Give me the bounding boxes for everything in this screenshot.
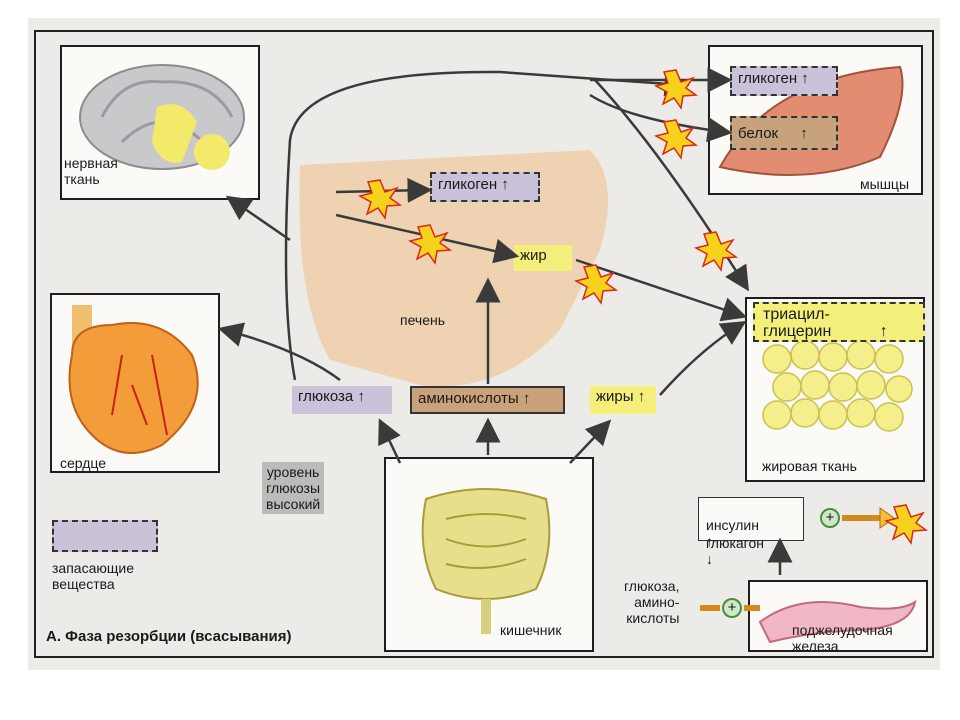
amino-acids-tag: аминокислоты ↑ [410, 386, 565, 414]
plus-icon: + [825, 509, 835, 526]
glucagon-label: глюкагон ↓ [706, 519, 764, 567]
fat-text: жир [520, 247, 547, 264]
up-arrow-icon: ↑ [522, 390, 531, 407]
star-burst-icon [883, 504, 929, 545]
glycogen-liver-tag: гликоген ↑ [430, 172, 540, 202]
arrow-glucose-heart [217, 322, 341, 382]
amino-acids-text: аминокислоты [418, 390, 519, 407]
storage-legend-swatch [52, 520, 158, 552]
fat-cells-icon [762, 340, 913, 432]
up-arrow-icon: ↑ [501, 176, 509, 193]
up-arrow-icon: ↑ [800, 125, 808, 142]
plus-circle-hormone: + [820, 508, 840, 528]
triacylglycerol-tag: триацил- глицерин ↑ [753, 302, 925, 342]
fats-tag: жиры ↑ [590, 386, 656, 414]
hormone-effect-arrow [842, 507, 895, 529]
glucagon-text: глюкагон [706, 535, 765, 551]
triacylglycerol-line1: триацил- [763, 306, 830, 323]
star-burst-icon [653, 119, 699, 160]
liver-label: печень [400, 312, 446, 328]
fat-tag: жир [514, 245, 572, 271]
diagram-frame [34, 30, 934, 658]
arrow-glucose-brain [284, 70, 690, 381]
star-burst-icon [693, 231, 739, 272]
pancreas-label: поджелудочная железа [792, 622, 893, 654]
arrow-fat-tag [575, 258, 748, 322]
pancreas-input-label: глюкоза, амино- кислоты [624, 578, 680, 626]
glucose-level-label: уровень глюкозы высокий [262, 462, 325, 514]
protein-tag: белок ↑ [730, 116, 838, 150]
fats-text: жиры [596, 388, 634, 405]
glucose-tag: глюкоза ↑ [292, 386, 392, 414]
diagram-title: А. Фаза резорбции (всасывания) [46, 628, 292, 645]
arrow-fats-adipose [659, 321, 747, 396]
glycogen-muscle-tag: гликоген ↑ [730, 66, 838, 96]
pancreas-panel [748, 580, 928, 652]
muscle-label: мышцы [860, 176, 909, 192]
intestine-panel [384, 457, 594, 652]
heart-panel [50, 293, 220, 473]
up-arrow-icon: ↑ [706, 533, 713, 549]
arrow-muscle-protein [589, 93, 733, 143]
heart-icon [68, 305, 199, 454]
up-arrow-icon: ↑ [879, 323, 888, 340]
star-burst-icon [357, 179, 403, 220]
arrow-up-fats [569, 419, 612, 464]
hormones-panel [698, 497, 804, 541]
insulin-text: инсулин [706, 517, 759, 533]
star-burst-icon [653, 69, 699, 110]
star-burst-icon [573, 264, 619, 305]
pancreas-icon [758, 599, 917, 644]
brain-icon [79, 64, 245, 170]
up-arrow-icon: ↑ [357, 388, 365, 405]
glycogen-muscle-text: гликоген [738, 70, 798, 87]
triacylglycerol-line2: глицерин [763, 323, 832, 340]
star-burst-icon [407, 224, 453, 265]
nervous-tissue-label: нервная ткань [64, 155, 118, 187]
heart-label: сердце [60, 455, 107, 471]
protein-text: белок [738, 125, 779, 142]
arrow-brain [225, 195, 291, 242]
intestine-icon [421, 488, 551, 634]
down-arrow-icon: ↓ [706, 551, 713, 567]
nervous-tissue-panel [60, 45, 260, 200]
plus-circle-pancreas: + [722, 598, 742, 618]
adipose-label: жировая ткань [762, 458, 857, 474]
up-arrow-icon: ↑ [801, 70, 809, 87]
glycogen-liver-text: гликоген [438, 176, 498, 193]
insulin-label: инсулин ↑ [706, 501, 759, 549]
plus-icon: + [727, 599, 737, 616]
arrow-up-glucose-level [378, 418, 402, 464]
up-arrow-icon: ↑ [637, 388, 646, 405]
glucose-text: глюкоза [298, 388, 354, 405]
storage-legend-label: запасающие вещества [52, 560, 134, 592]
intestine-label: кишечник [500, 622, 562, 638]
